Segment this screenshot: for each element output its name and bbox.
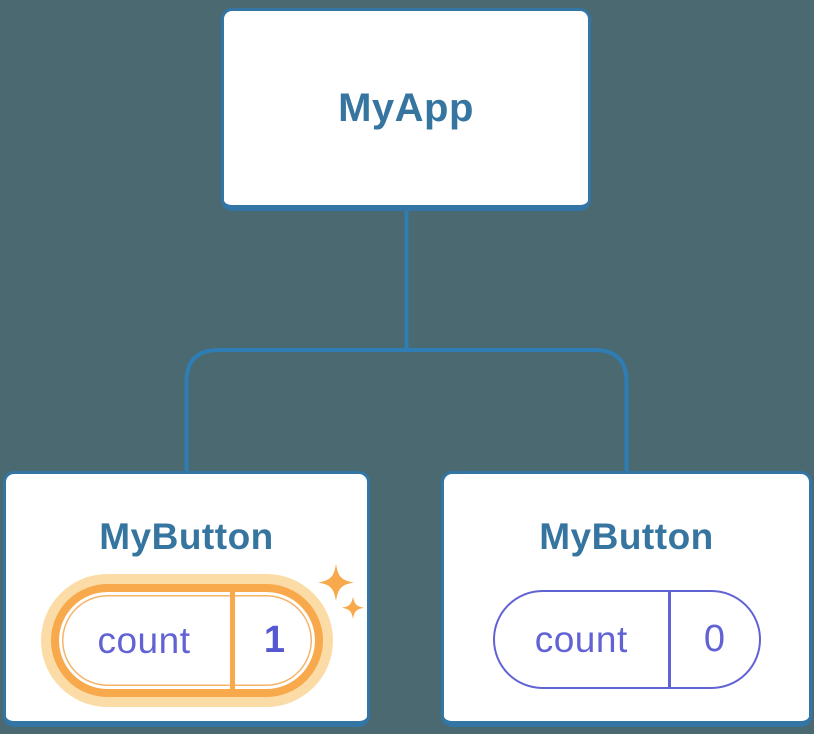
component-title: MyButton bbox=[539, 516, 714, 557]
component-card-mybutton-left: MyButton count 1 bbox=[3, 471, 370, 727]
state-value: 1 bbox=[263, 619, 286, 661]
sparkles-icon bbox=[318, 564, 364, 619]
component-title: MyButton bbox=[99, 516, 274, 557]
state-key-label: count bbox=[97, 619, 191, 661]
state-value: 0 bbox=[703, 618, 726, 660]
state-pill-highlighted: count 1 bbox=[50, 584, 323, 697]
component-card-mybutton-right: MyButton count 0 bbox=[441, 471, 812, 727]
component-card-myapp: MyApp bbox=[221, 8, 591, 211]
component-title: MyApp bbox=[338, 85, 474, 130]
state-pill: count 0 bbox=[492, 590, 761, 689]
pill-divider bbox=[229, 592, 235, 689]
connector-branch bbox=[184, 348, 629, 473]
pill-divider bbox=[668, 592, 671, 687]
state-key-label: count bbox=[534, 618, 628, 660]
